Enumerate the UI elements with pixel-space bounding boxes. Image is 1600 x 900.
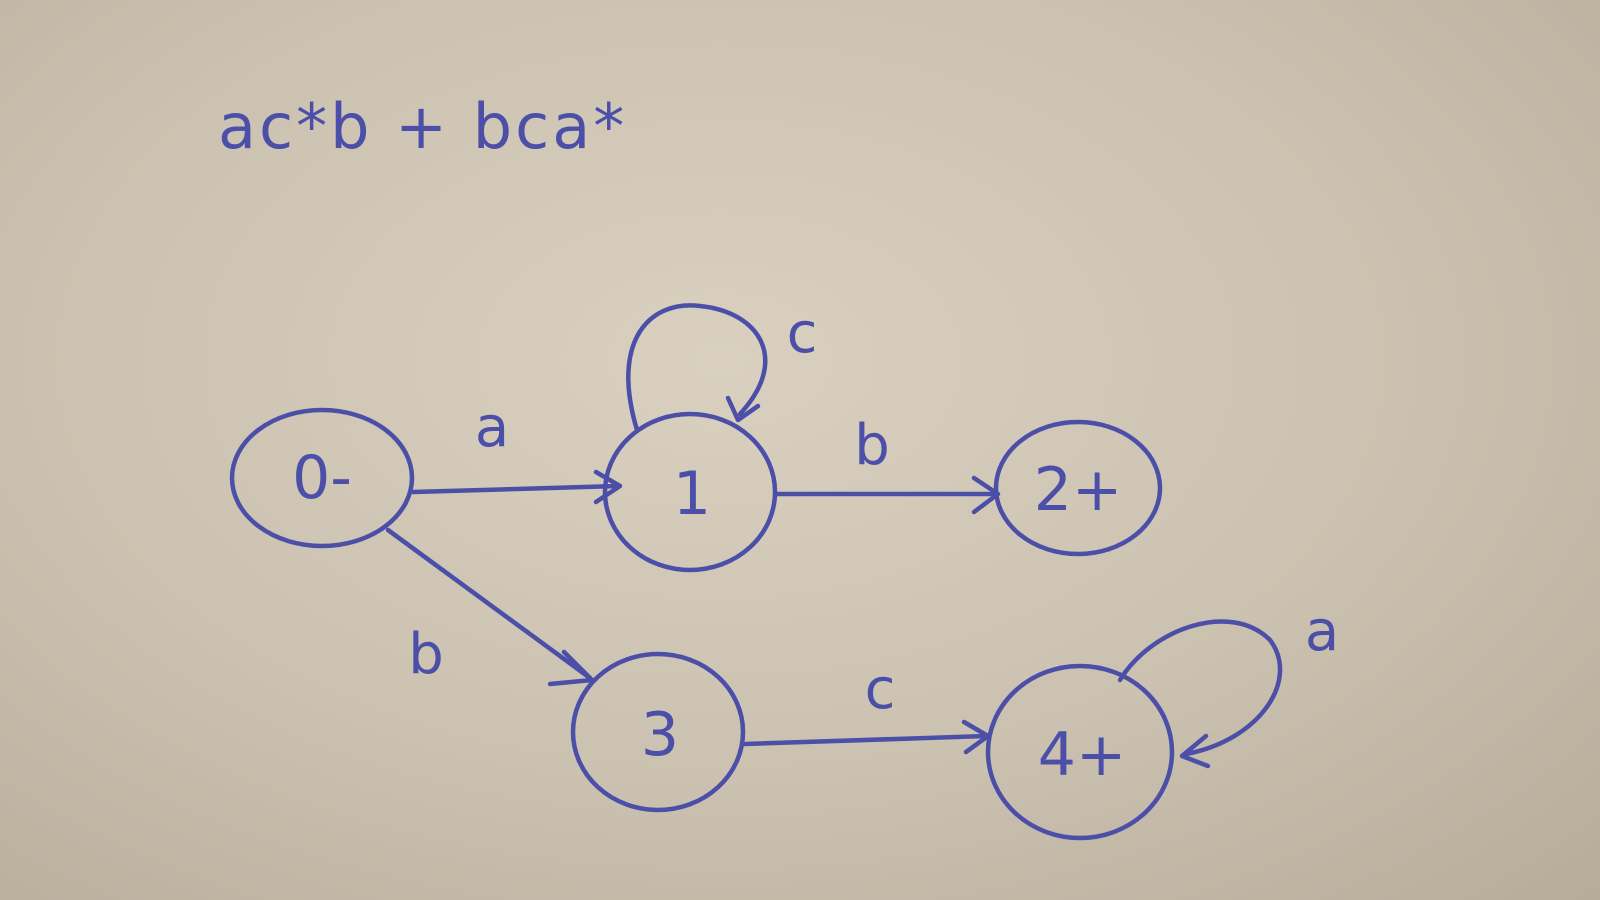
edge-label-1-to-2: b (854, 413, 890, 478)
arrowhead-0-to-3 (547, 649, 595, 687)
edge-label-3-to-4: c (865, 657, 896, 722)
state-circle-4 (985, 663, 1175, 841)
state-circle-0 (229, 407, 415, 549)
arrowhead-0-to-1 (593, 469, 623, 505)
arrowhead-1-to-2 (971, 475, 1001, 515)
arrowhead-4-self-loop (1179, 733, 1211, 769)
edge-label-0-to-1: a (475, 395, 509, 460)
edge-0-to-3 (385, 527, 593, 681)
edge-label-4-self-loop: a (1305, 599, 1339, 664)
edge-label-0-to-3: b (408, 622, 444, 687)
arrowhead-3-to-4 (961, 719, 991, 755)
state-label-4: 4+ (1038, 720, 1126, 790)
state-circle-2 (993, 419, 1163, 557)
edge-4-self-loop (1117, 619, 1283, 757)
edge-0-to-1 (410, 483, 621, 495)
edge-1-self-loop (626, 303, 768, 433)
state-circle-3 (570, 651, 746, 813)
edge-label-1-self-loop: c (787, 301, 818, 366)
arrowhead-1-self-loop (725, 395, 761, 423)
regex-expression: ac*b + bca* (218, 90, 627, 163)
state-label-0: 0- (292, 443, 352, 513)
state-label-2: 2+ (1034, 455, 1122, 525)
state-label-3: 3 (641, 700, 679, 770)
state-label-1: 1 (673, 459, 711, 529)
edge-3-to-4 (742, 733, 989, 747)
